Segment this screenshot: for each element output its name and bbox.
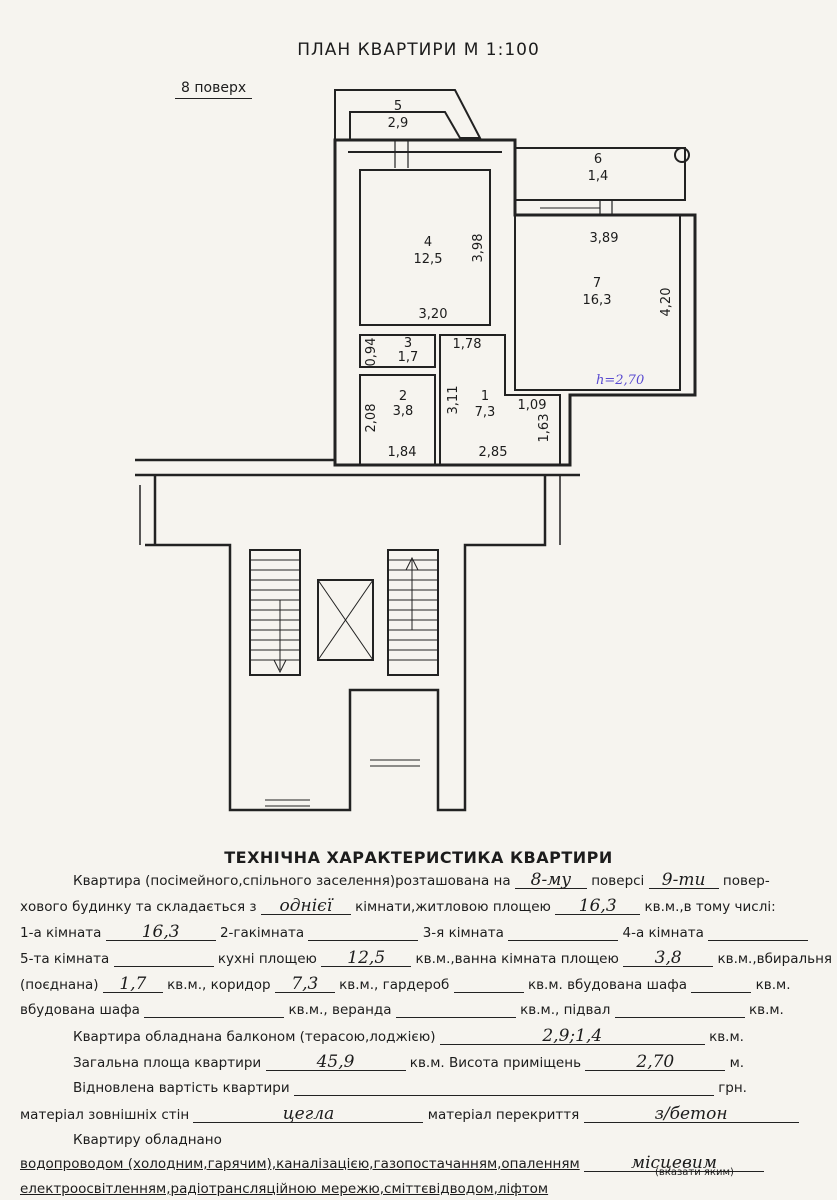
tech-line-5: (поєднана) 1,7 кв.м., коридор 7,3 кв.м.,… (20, 974, 791, 994)
wall-material-value: цегла (193, 1106, 424, 1123)
tech-line-1: Квартира (посімейного,спільного заселенн… (73, 870, 770, 890)
dim-room7-width: 3,89 (590, 231, 619, 246)
tech-line-13: електроосвітленням,радіотрансляційною ме… (20, 1181, 549, 1197)
tech-heading: ТЕХНІЧНА ХАРАКТЕРИСТИКА КВАРТИРИ (224, 848, 613, 867)
living-area-value: 16,3 (555, 898, 641, 915)
wc-value: 1,7 (102, 976, 163, 993)
room-1-area: 7,3 (475, 405, 496, 420)
total-area-value: 45,9 (265, 1054, 406, 1071)
tech-line-7: Квартира обладнана балконом (терасою,лод… (73, 1026, 744, 1046)
tech-line-4: 5-та кімната кухні площею 12,5 кв.м.,ван… (20, 948, 833, 968)
building-corridor-wall (135, 458, 580, 812)
floors-total-value: 9-ти (648, 872, 719, 889)
heating-value: місцевим (583, 1155, 764, 1172)
room-7-number: 7 (593, 276, 601, 291)
floor-value: 8-му (514, 872, 587, 889)
dim-room7-depth: 4,20 (659, 288, 674, 317)
dim-room2-depth: 2,08 (364, 404, 379, 433)
dim-room4-width: 3,20 (419, 307, 448, 322)
tech-line-2: хового будинку та складається з однієї к… (20, 896, 776, 916)
heating-note: (вказати яким) (655, 1167, 734, 1178)
dim-corridor-side: 1,09 (518, 398, 547, 413)
room-6-area: 1,4 (588, 169, 609, 184)
dim-corridor-side2: 1,63 (537, 414, 552, 443)
dim-corridor-width: 2,85 (479, 445, 508, 460)
rooms-count-value: однієї (260, 898, 351, 915)
room-6-number: 6 (594, 152, 602, 167)
room-1-number: 1 (481, 389, 489, 404)
height-note: h=2,70 (596, 373, 644, 388)
page-title: ПЛАН КВАРТИРИ М 1:100 (297, 40, 540, 60)
corridor-1-wall (439, 334, 561, 466)
tech-line-6: вбудована шафа кв.м., веранда кв.м., під… (20, 1002, 784, 1018)
corridor-value: 7,3 (274, 976, 335, 993)
dim-corridor-top: 1,78 (453, 337, 482, 352)
room-7-wall (514, 214, 681, 391)
stairs-right (387, 549, 439, 676)
room-4-wall (359, 169, 491, 326)
tech-line-8: Загальна площа квартири 45,9 кв.м. Висот… (73, 1052, 745, 1072)
room-2-number: 2 (399, 389, 407, 404)
kitchen-value: 12,5 (321, 950, 412, 967)
room-3-number: 3 (404, 336, 412, 351)
tech-line-10: матеріал зовнішніх стін цегла матеріал п… (20, 1106, 820, 1123)
dim-corridor-depth: 3,11 (446, 386, 461, 415)
room-2-wall (359, 374, 436, 466)
elevator-shaft (317, 579, 374, 661)
dim-room2-width: 1,84 (388, 445, 417, 460)
balcony-5-outline (334, 89, 482, 141)
bath-value: 3,8 (623, 950, 714, 967)
tech-line-12: водопроводом (холодним,гарячим),каналіза… (20, 1155, 820, 1172)
room-4-area: 12,5 (414, 252, 443, 267)
room-5-area: 2,9 (388, 116, 409, 131)
tech-line-9: Відновлена вартість квартири грн. (73, 1080, 747, 1096)
room-3-area: 1,7 (398, 350, 419, 365)
room-4-number: 4 (424, 235, 432, 250)
height-value: 2,70 (585, 1054, 726, 1071)
floor-plan: 5 2,9 6 1,4 4 12,5 7 16,3 3 1,7 2 3,8 1 … (135, 89, 697, 812)
room-2-area: 3,8 (393, 404, 414, 419)
dim-room4-depth: 3,98 (471, 234, 486, 263)
room-5-number: 5 (394, 99, 402, 114)
tech-line-11: Квартиру обладнано (73, 1132, 222, 1148)
stairs-left (249, 549, 301, 676)
room-7-area: 16,3 (583, 293, 612, 308)
ceiling-material-value: з/бетон (583, 1106, 799, 1123)
floor-label: 8 поверх (175, 80, 253, 99)
tech-line-3: 1-а кімната 16,3 2-гакімната 3-я кімната… (20, 924, 820, 941)
room1-value: 16,3 (105, 924, 216, 941)
room-3-wall (359, 334, 436, 368)
dim-room3: 0,94 (364, 338, 379, 367)
balcony-value: 2,9;1,4 (439, 1028, 705, 1045)
